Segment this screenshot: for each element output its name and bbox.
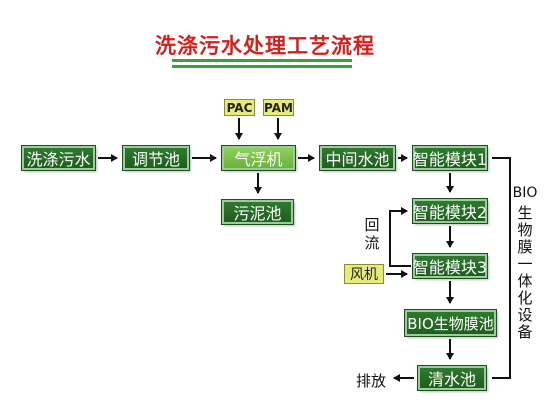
blower-box: 风机 — [344, 264, 384, 284]
diagram-title: 洗涤污水处理工艺流程 — [155, 34, 375, 58]
smart-module-1-box: 智能模块1 — [412, 145, 488, 171]
title-underline-bottom — [172, 65, 352, 68]
clean-tank-box: 清水池 — [417, 365, 487, 391]
smart-module-2-box: 智能模块2 — [412, 198, 488, 224]
title-underline-top — [172, 59, 352, 62]
middle-tank-box: 中间水池 — [319, 145, 396, 171]
return-flow-label: 回流 — [364, 216, 380, 252]
equipment-bracket — [492, 157, 511, 379]
wash-water-box: 洗涤污水 — [21, 145, 96, 171]
equipment-label-top: BIO — [512, 185, 538, 201]
sludge-tank-box: 污泥池 — [221, 199, 294, 225]
air-flotation-box: 气浮机 — [221, 145, 296, 171]
pam-box: PAM — [263, 99, 294, 116]
bio-membrane-tank-box: BIO生物膜池 — [404, 309, 497, 337]
pac-box: PAC — [224, 99, 255, 116]
arrow-return-flow — [389, 207, 411, 267]
smart-module-3-box: 智能模块3 — [412, 253, 488, 279]
discharge-label: 排放 — [356, 372, 387, 390]
regulation-tank-box: 调节池 — [122, 145, 190, 171]
equipment-label: 生物膜一体化设备 — [517, 204, 533, 341]
